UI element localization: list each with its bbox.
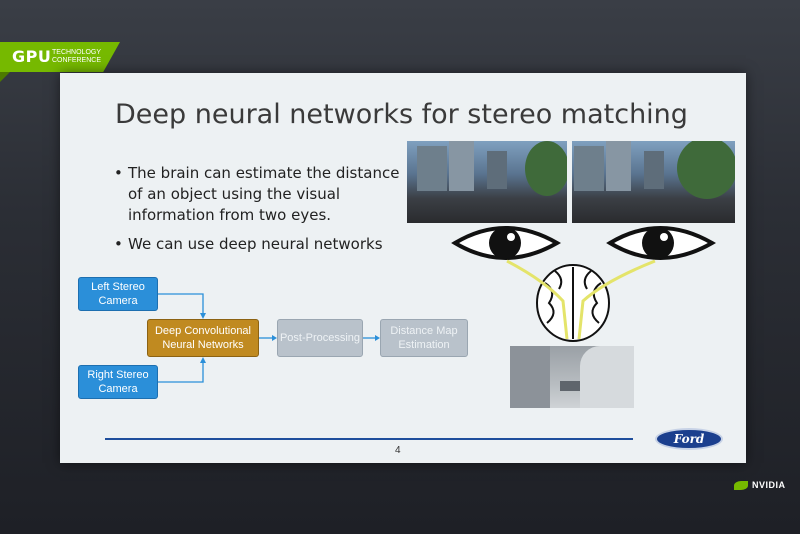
ford-logo: Ford: [655, 428, 723, 450]
footer-rule: [105, 438, 633, 440]
optic-path-left: [506, 259, 569, 340]
left-eye-icon: [451, 226, 562, 260]
right-eye-icon: [606, 226, 717, 260]
right-stereo-camera-box: Right Stereo Camera: [78, 365, 158, 399]
bullet-list: The brain can estimate the distance of a…: [114, 163, 404, 263]
presentation-slide: Deep neural networks for stereo matching…: [60, 73, 746, 463]
banner-brand: GPU: [12, 47, 52, 66]
post-processing-box: Post-Processing: [277, 319, 363, 357]
page-number: 4: [395, 445, 401, 456]
connector-left: [158, 293, 204, 316]
optic-path-right: [577, 259, 656, 340]
bullet-item: We can use deep neural networks: [114, 234, 404, 255]
connector-right: [158, 360, 204, 383]
banner-fold: [0, 72, 10, 82]
pipeline-connectors: [158, 293, 380, 383]
nvidia-logo: NVIDIA: [734, 480, 786, 490]
cnn-box: Deep Convolutional Neural Networks: [147, 319, 259, 357]
ford-logo-text: Ford: [673, 432, 705, 446]
left-stereo-camera-box: Left Stereo Camera: [78, 277, 158, 311]
nvidia-wordmark: NVIDIA: [752, 480, 786, 490]
nvidia-eye-icon: [734, 480, 748, 490]
distance-map-box: Distance Map Estimation: [380, 319, 468, 357]
banner-subtitle: TECHNOLOGY CONFERENCE: [52, 49, 102, 64]
bullet-item: The brain can estimate the distance of a…: [114, 163, 404, 226]
left-stereo-image: [407, 141, 567, 223]
depth-map-image: [510, 346, 634, 408]
slide-title: Deep neural networks for stereo matching: [115, 99, 688, 130]
brain-icon: [536, 264, 610, 342]
conference-banner: GPU TECHNOLOGY CONFERENCE: [0, 42, 120, 72]
right-stereo-image: [572, 141, 735, 223]
eyes-brain-illustration: [451, 226, 717, 342]
